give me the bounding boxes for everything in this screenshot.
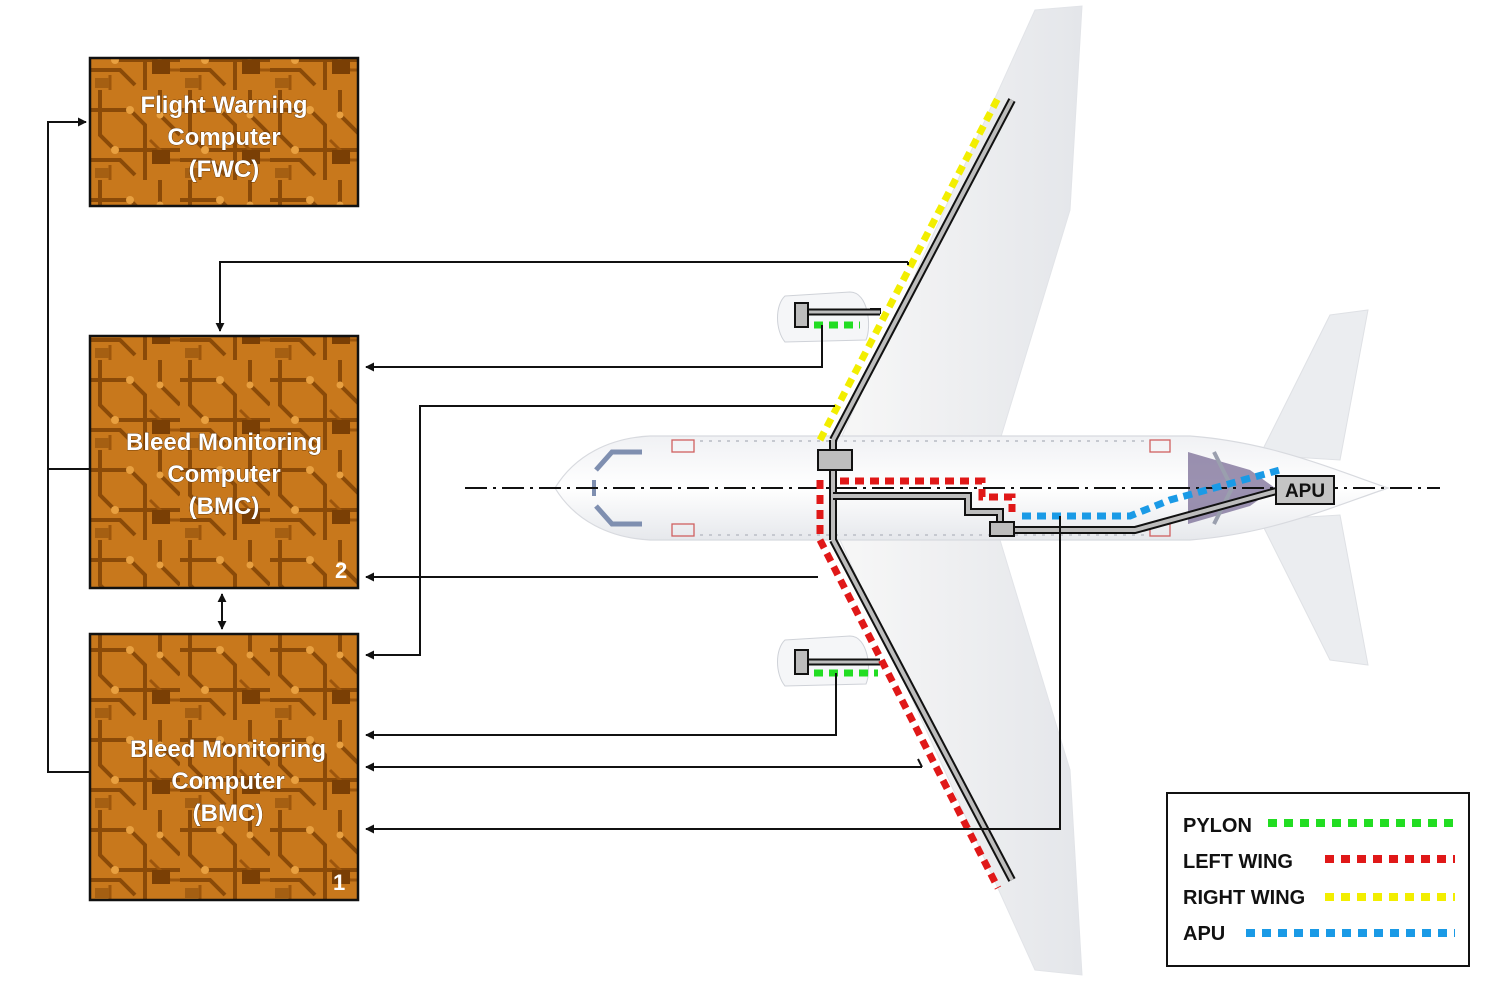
bmc-1-number: 1 — [333, 870, 345, 895]
fwc-label-line-2: Computer — [167, 124, 280, 151]
bleed-ducts — [794, 98, 1282, 882]
legend-label-right-wing: RIGHT WING — [1183, 887, 1305, 909]
legend-label-left-wing: LEFT WING — [1183, 851, 1293, 873]
legend-item-apu: APU — [1183, 923, 1455, 945]
bmc-2-box: Bleed Monitoring Computer (BMC) 2 — [88, 334, 360, 590]
bmc-1-box: Bleed Monitoring Computer (BMC) 1 — [88, 632, 360, 902]
apu-label: APU — [1285, 481, 1325, 502]
bmc-2-label-line-1: Bleed Monitoring — [126, 429, 322, 456]
fwc-label-line-3: (FWC) — [189, 156, 260, 183]
bmc-2-label-line-3: (BMC) — [189, 493, 260, 520]
legend-label-apu: APU — [1183, 923, 1225, 945]
aircraft-top-view-icon — [465, 5, 1440, 976]
legend: PYLON LEFT WING RIGHT WING APU — [1166, 792, 1470, 967]
fwc-label-line-1: Flight Warning — [140, 92, 307, 119]
bmc-1-label-line-2: Computer — [171, 768, 284, 795]
legend-label-pylon: PYLON — [1183, 815, 1252, 837]
bmc-2-label-line-2: Computer — [167, 461, 280, 488]
bmc-1-label-line-1: Bleed Monitoring — [130, 736, 326, 763]
fwc-box: Flight Warning Computer (FWC) — [88, 56, 360, 208]
legend-item-pylon: PYLON — [1183, 815, 1455, 837]
bmc-1-label-line-3: (BMC) — [193, 800, 264, 827]
legend-item-right-wing: RIGHT WING — [1183, 887, 1455, 909]
legend-item-left-wing: LEFT WING — [1183, 851, 1455, 873]
sensing-loops — [814, 96, 1281, 890]
apu-box: APU — [1275, 475, 1335, 505]
signal-wires — [47, 117, 1061, 834]
bmc-2-number: 2 — [335, 558, 347, 583]
